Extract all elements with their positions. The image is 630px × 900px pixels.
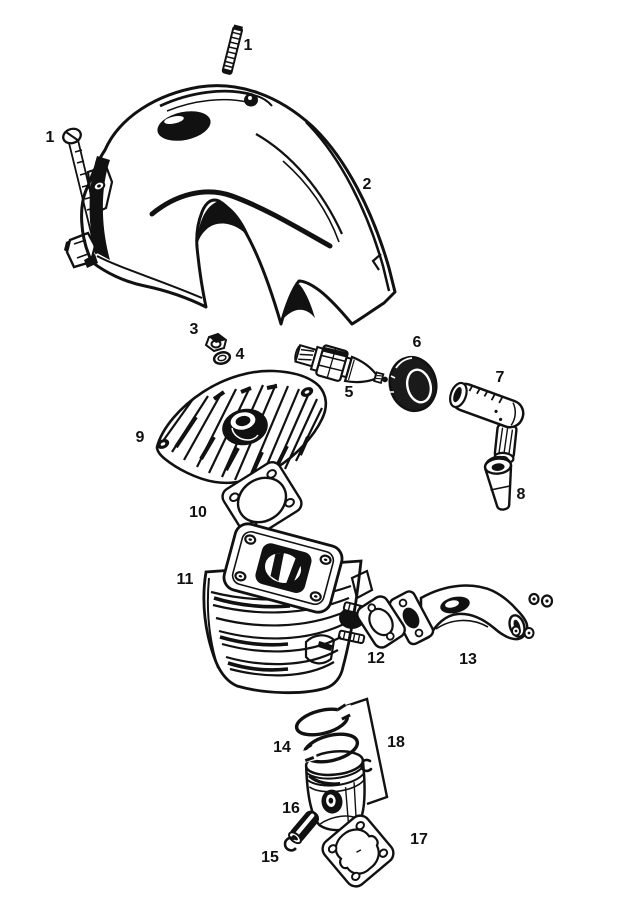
callout-label-17: 17 [410,831,428,848]
part-5-spark-plug [294,343,388,385]
shroud-left-shade [89,156,110,260]
manifold-fasteners [511,592,554,639]
callout-label-6: 6 [413,334,422,351]
callout-label-9: 9 [136,429,145,446]
part-6-grommet [388,355,438,413]
part-3-nut [204,332,228,353]
shroud-arch-line [149,189,333,249]
shroud-notch-shade [284,284,315,318]
part-4-washer [212,351,232,365]
shroud-band-line [305,121,391,292]
shroud-plug-hole [157,111,211,141]
shroud-mount-tab [86,164,114,216]
part-16-piston-pin [288,810,320,845]
callout-label-8: 8 [517,486,526,503]
callout-label-1-left: 1 [46,129,55,146]
part-1-stud-top [221,24,244,75]
part-12-exhaust-gasket [356,595,406,649]
callout-label-14: 14 [273,739,291,756]
callout-label-13: 13 [459,651,477,668]
part-11-cylinder [202,522,374,695]
callout-label-12: 12 [367,650,385,667]
callout-label-3: 3 [190,321,199,338]
part-15-circlip [283,836,297,852]
part-9-cylinder-head [155,369,328,485]
callout-label-4: 4 [236,346,245,363]
callout-label-2: 2 [363,176,372,193]
part-17-base-gasket [321,814,395,888]
callout-label-10: 10 [189,504,207,521]
part-2-fan-shroud [64,84,397,326]
part-14-piston-rings [294,703,360,764]
callout-label-7: 7 [496,369,505,386]
callout-labels: 1 1 2 3 4 5 6 7 8 9 10 11 12 13 14 15 16… [46,37,526,866]
callout-label-18: 18 [387,734,405,751]
callout-label-16: 16 [282,800,300,817]
shroud-clamp [64,231,98,269]
callout-label-5: 5 [345,384,354,401]
callout-label-15: 15 [261,849,279,866]
part-7-plug-cap [449,381,525,465]
callout-label-1-top: 1 [244,37,253,54]
shroud-arch-shade [197,201,250,247]
part-13-intake-manifold [388,584,554,646]
cylinder-top-face [222,522,344,614]
part-8-boot [483,455,513,511]
part-1-screw-left [62,127,106,255]
callout-label-11: 11 [177,571,194,588]
